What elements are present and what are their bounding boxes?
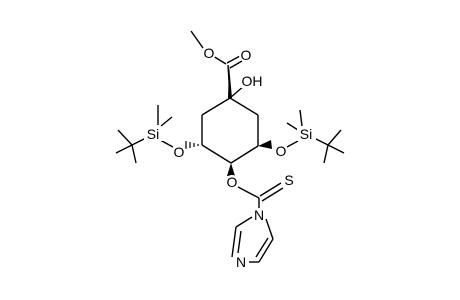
bond-n1-c2: [235, 216, 253, 228]
bond-o-carbonyl: [212, 55, 227, 65]
bond-o-thiocarbonyl-c: [237, 186, 260, 199]
wedge-c1-c-up: [228, 65, 232, 98]
bond-methyl-o: [190, 30, 204, 49]
atom-o-thiocarbonate: O: [225, 174, 239, 190]
bond-cs-double-2: [261, 187, 284, 202]
bond-n1-c5: [265, 218, 274, 240]
bond-cs-double-1: [259, 182, 282, 197]
bond-tbu-left-1: [115, 144, 133, 154]
atom-label-s: S: [284, 172, 293, 188]
bond-o-right-si: [286, 140, 299, 148]
hash-bond-c3-o-left: [185, 141, 199, 149]
bond-o-left-si: [159, 139, 174, 148]
atom-hydroxyl: OH: [241, 73, 263, 89]
atom-o-carbonyl: O: [239, 47, 253, 63]
bond-c3-c4: [201, 144, 232, 164]
bond-tbu-right-2: [323, 144, 329, 164]
atom-label-o-ester: O: [204, 45, 215, 61]
wedge-c4-o-down: [227, 163, 235, 176]
atom-imidazole-n3: N: [234, 254, 248, 270]
atom-si-right: Si: [297, 126, 316, 142]
bond-si-right-tbu: [313, 137, 329, 146]
bond-n3-c2-a: [231, 226, 237, 258]
atom-imidazole-n1: N: [252, 207, 266, 223]
atom-thione-s: S: [282, 172, 296, 188]
atom-label-n3: N: [236, 254, 246, 270]
bond-si-right-me-left: [286, 122, 299, 131]
atom-label-oh: OH: [242, 73, 263, 89]
atom-si-left: Si: [144, 126, 163, 142]
bond-tbu-left-3: [117, 129, 133, 146]
stereo-bonds: [185, 65, 272, 176]
atom-label-n1: N: [254, 207, 264, 223]
bonds: [115, 30, 345, 263]
bond-si-left-tbu: [131, 137, 147, 146]
bond-si-left-me-right: [160, 116, 173, 127]
bond-c1-c2: [201, 97, 231, 116]
atom-label-o-thiocarbonate: O: [227, 174, 238, 190]
bond-tbu-left-2: [131, 144, 137, 164]
atom-label-o-carbonyl: O: [241, 47, 252, 63]
atom-label-o-left: O: [174, 144, 185, 160]
bond-co-double-2: [229, 60, 243, 69]
bond-c6-c1: [229, 97, 259, 116]
bond-c5-c4-a: [258, 238, 274, 263]
atom-label-si-left: Si: [147, 126, 159, 142]
atom-o-left: O: [172, 144, 186, 160]
bond-co-double-1: [226, 55, 241, 64]
bond-c4-c5: [230, 145, 259, 164]
atom-o-right: O: [274, 143, 288, 159]
bond-n3-c2-b: [237, 230, 242, 254]
bond-c5-c4-b: [255, 237, 269, 258]
atom-o-ester-methyl: O: [202, 45, 216, 61]
bond-tbu-right-1: [327, 144, 345, 154]
atom-label-si-right: Si: [300, 126, 312, 142]
bond-tbu-right-3: [327, 129, 342, 146]
bond-si-right-me-up: [299, 109, 303, 127]
atom-labels: O O OH O Si O Si O: [144, 45, 316, 270]
wedge-c5-o-right: [258, 140, 272, 149]
atom-label-o-right: O: [276, 143, 287, 159]
